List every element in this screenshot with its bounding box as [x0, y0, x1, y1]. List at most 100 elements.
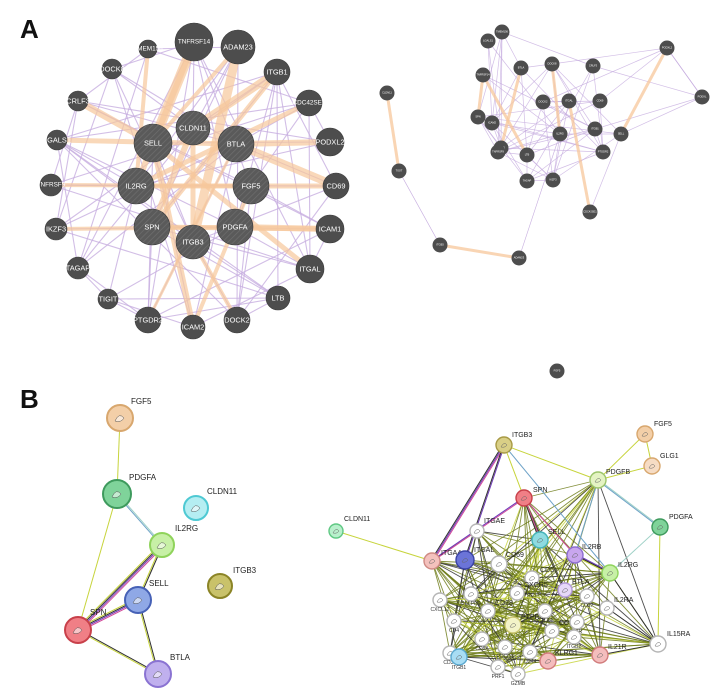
protein-node-btla[interactable]: BTLA: [557, 579, 590, 598]
protein-node-cd28[interactable]: CD28: [480, 600, 513, 619]
gene-node-tigit[interactable]: TIGIT: [97, 288, 119, 310]
protein-node-itgb3[interactable]: ITGB3: [495, 432, 532, 454]
protein-node-il21r[interactable]: IL21R: [591, 644, 627, 664]
protein-node-itgae[interactable]: ITGAE: [469, 518, 505, 539]
protein-node-il2rg[interactable]: IL2RG: [601, 562, 638, 582]
gene-node-crlf3[interactable]: CRLF3: [66, 90, 90, 112]
gene-node-adam23[interactable]: ADAM23: [511, 250, 527, 266]
gene-node-fgf5[interactable]: FGF5: [232, 167, 270, 205]
gene-node-tnfrsf9[interactable]: TNFRSF9: [490, 144, 506, 160]
protein-node-btla[interactable]: BTLA: [144, 653, 191, 688]
protein-node-pdgfa[interactable]: PDGFA: [102, 473, 157, 509]
protein-node-glg1[interactable]: GLG1: [643, 453, 679, 475]
gene-node-tagap[interactable]: TAGAP: [519, 173, 535, 189]
gene-node-podxl[interactable]: PODXL: [694, 89, 710, 105]
gene-node-spn[interactable]: SPN: [133, 208, 171, 246]
gene-node-icam2[interactable]: ICAM2: [484, 115, 500, 131]
protein-node-cxcr5[interactable]: CXCR5: [509, 582, 548, 601]
gene-node-tigit[interactable]: TIGIT: [391, 163, 407, 179]
gene-node-ltb[interactable]: LTB: [519, 147, 535, 163]
gene-node-itgal[interactable]: ITGAL: [561, 93, 577, 109]
protein-node-il2rg[interactable]: IL2RG: [149, 524, 198, 558]
gene-node-podxl2[interactable]: PODXL2: [315, 127, 345, 157]
protein-node-cd27[interactable]: CD27: [579, 588, 595, 609]
gene-node-icam1[interactable]: ICAM1: [315, 214, 345, 244]
gene-node-tnfrsf14[interactable]: TNFRSF14: [174, 22, 214, 62]
gene-node-tmem156[interactable]: TMEM156: [133, 39, 163, 59]
protein-node-cd5[interactable]: CD5: [524, 567, 554, 586]
association-edge: [465, 445, 505, 561]
protein-node-cldn11[interactable]: CLDN11: [183, 487, 238, 521]
protein-node-ccr7[interactable]: CCR7: [544, 620, 578, 639]
protein-node-fgf5[interactable]: FGF5: [636, 421, 672, 443]
gene-node-dock2[interactable]: DOCK2: [223, 306, 251, 334]
gene-node-sell[interactable]: SELL: [613, 126, 629, 142]
protein-node-il15ra[interactable]: IL15RA: [649, 631, 691, 653]
gene-node-btla[interactable]: BTLA: [513, 60, 529, 76]
protein-node-il2ra[interactable]: IL2RA: [599, 597, 634, 616]
protein-node-pdgfa[interactable]: PDGFA: [651, 514, 693, 536]
gene-node-ltb[interactable]: LTB: [265, 285, 291, 311]
gene-node-btla[interactable]: BTLA: [217, 125, 255, 163]
gene-node-cd69[interactable]: CD69: [592, 93, 608, 109]
protein-node-ptprc[interactable]: PTPRC: [504, 614, 545, 634]
gene-node-adam23[interactable]: ADAM23: [220, 29, 256, 65]
protein-node-spn[interactable]: SPN: [64, 608, 107, 644]
protein-node-itga4[interactable]: ITGA4: [423, 550, 461, 570]
protein-node-selplg[interactable]: SELPLG: [461, 586, 481, 607]
protein-node-gzmb[interactable]: GZMB: [510, 666, 526, 687]
protein-node-ctla4[interactable]: CTLA4: [537, 603, 553, 624]
gene-node-dock8[interactable]: DOCK8: [99, 58, 125, 80]
gene-node-ptgdr2[interactable]: PTGDR2: [133, 306, 163, 334]
gene-node-itgb3[interactable]: ITGB3: [432, 237, 448, 253]
gene-node-ikzf3[interactable]: IKZF3: [545, 172, 561, 188]
gene-node-il2rg[interactable]: IL2RG: [117, 167, 155, 205]
gene-node-tagap[interactable]: TAGAP: [66, 256, 91, 280]
protein-node-pdcd1[interactable]: PDCD1: [497, 639, 514, 660]
gene-node-cdc42se1[interactable]: CDC42SE1: [582, 204, 598, 220]
gene-node-fgf5[interactable]: FGF5: [549, 363, 565, 379]
protein-node-klrg1[interactable]: KLRG1: [539, 650, 578, 670]
gene-node-tnfrsf9[interactable]: TNFRSF9: [37, 173, 66, 197]
protein-node-cd44[interactable]: CD44: [522, 644, 538, 665]
gene-node-podxl2[interactable]: PODXL2: [659, 40, 675, 56]
protein-node-prf1[interactable]: PRF1: [490, 659, 506, 680]
gene-node-cldn11[interactable]: CLDN11: [175, 110, 211, 146]
protein-node-cd8a[interactable]: CD8A: [474, 631, 490, 652]
protein-node-sell[interactable]: SELL: [124, 579, 169, 614]
gene-node-cldn11[interactable]: CLDN11: [379, 85, 395, 101]
gene-node-crlf3[interactable]: CRLF3: [585, 58, 601, 74]
gene-node-tnfrsf14[interactable]: TNFRSF14: [475, 67, 491, 83]
gene-node-pdgfa[interactable]: PDGFA: [216, 208, 254, 246]
protein-node-itgb2[interactable]: ITGB2: [566, 629, 582, 650]
protein-node-itgal[interactable]: ITGAL: [455, 547, 494, 570]
gene-node-cdc42se1[interactable]: CDC42SE1: [292, 89, 326, 117]
protein-node-spn[interactable]: SPN: [515, 487, 547, 507]
gene-node-il2rg[interactable]: IL2RG: [552, 126, 568, 142]
gene-node-tmem156[interactable]: TMEM156: [494, 24, 510, 40]
gene-node-itgb1[interactable]: ITGB1: [587, 121, 603, 137]
gene-node-icam2[interactable]: ICAM2: [180, 314, 206, 340]
protein-node-itgb1[interactable]: ITGB1: [450, 648, 468, 671]
protein-node-cd69[interactable]: CD69: [490, 552, 524, 573]
protein-node-cldn11[interactable]: CLDN11: [328, 516, 370, 539]
gene-node-lgals1[interactable]: LGALS1: [480, 33, 496, 49]
gene-node-dock8[interactable]: DOCK8: [544, 56, 560, 72]
gene-node-dock2[interactable]: DOCK2: [535, 94, 551, 110]
protein-node-cxcl12[interactable]: CXCL12: [431, 592, 450, 613]
protein-node-itgb3[interactable]: ITGB3: [207, 566, 257, 599]
gene-node-lgals1[interactable]: LGALS1: [43, 129, 71, 151]
gene-node-cd69[interactable]: CD69: [322, 172, 350, 200]
protein-node-cd4[interactable]: CD4: [446, 613, 462, 634]
gene-node-ptgdr2[interactable]: PTGDR2: [595, 144, 611, 160]
gene-node-itgb3[interactable]: ITGB3: [175, 224, 211, 260]
protein-node-sell[interactable]: SELL: [531, 529, 565, 549]
gene-node-itgb1[interactable]: ITGB1: [263, 58, 291, 86]
protein-node-pdgfb[interactable]: PDGFB: [589, 469, 630, 489]
gene-node-spn[interactable]: SPN: [470, 109, 486, 125]
gene-node-ikzf3[interactable]: IKZF3: [44, 217, 68, 241]
protein-node-il2rb[interactable]: IL2RB: [566, 544, 602, 564]
gene-node-sell[interactable]: SELL: [133, 123, 173, 163]
gene-node-itgal[interactable]: ITGAL: [295, 254, 325, 284]
protein-node-fgf5[interactable]: FGF5: [106, 397, 152, 432]
